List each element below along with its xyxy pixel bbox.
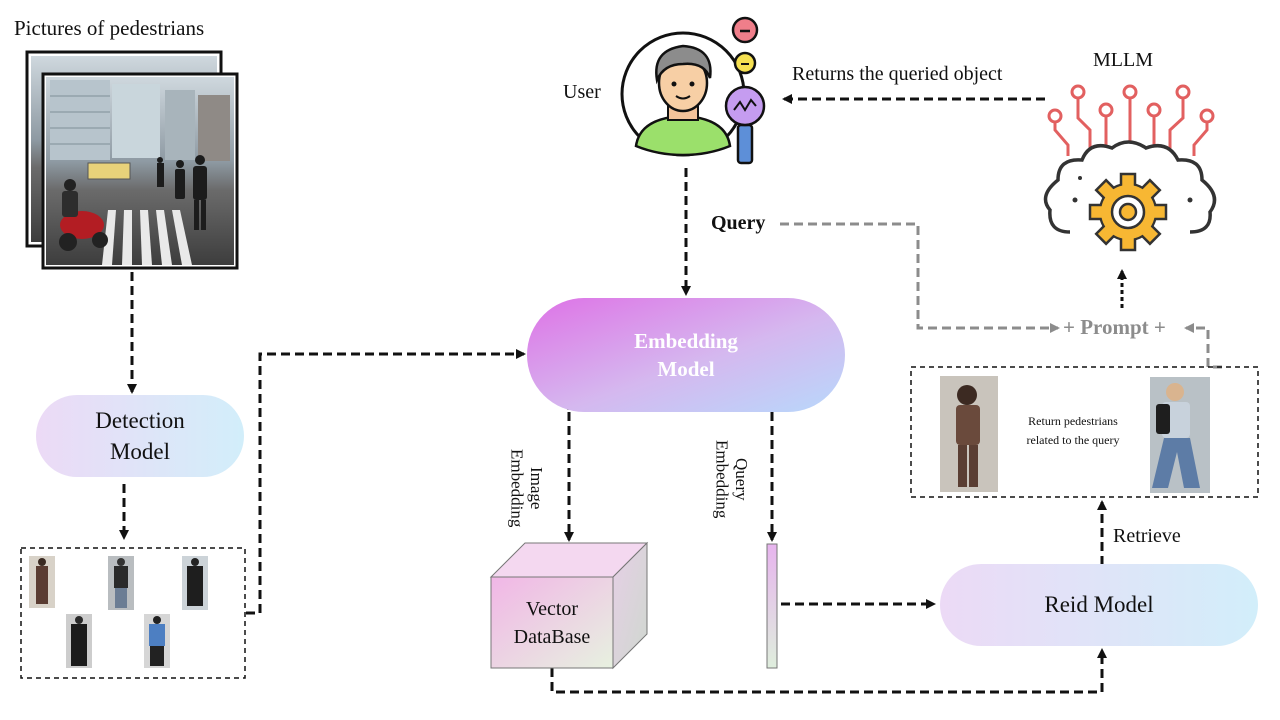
vector-line2: DataBase	[513, 626, 591, 648]
image-embedding-line1: Image	[527, 466, 547, 510]
prompt-label: + Prompt +	[1063, 315, 1166, 339]
user-label: User	[563, 81, 601, 103]
results-caption: Return pedestrians related to the query	[1003, 412, 1143, 450]
retrieve-label: Retrieve	[1113, 525, 1181, 547]
result-pedestrian-crops	[940, 376, 1210, 493]
detected-pedestrian-crops	[29, 556, 208, 668]
vector-line1: Vector	[525, 598, 579, 620]
detection-model-line2: Model	[109, 439, 171, 464]
embedding-model-line2: Model	[657, 357, 715, 381]
vector-database-cube	[489, 541, 649, 670]
returns-label: Returns the queried object	[792, 63, 1003, 85]
results-caption-line1: Return pedestrians	[1028, 414, 1118, 428]
query-embedding-vector	[766, 543, 778, 669]
pictures-title: Pictures of pedestrians	[14, 16, 205, 40]
mllm-brain-gear-icon	[1043, 84, 1217, 252]
prompt-path	[780, 222, 1222, 369]
embedding-model-line1: Embedding	[634, 328, 738, 353]
reid-model-label: Reid Model	[1044, 592, 1154, 618]
user-avatar-icon	[620, 16, 766, 165]
detection-model-shape	[36, 395, 244, 477]
query-label: Query	[711, 212, 766, 234]
results-caption-line2: related to the query	[1026, 433, 1120, 448]
results-box	[910, 366, 1259, 498]
pedestrian-photo-icon	[25, 50, 239, 270]
image-embedding-line2: Embedding	[507, 448, 527, 528]
reid-model-shape	[940, 564, 1258, 646]
query-embedding-line1: Query	[732, 457, 752, 501]
embedding-model-shape	[527, 298, 845, 412]
mllm-label: MLLM	[1093, 49, 1153, 71]
query-embedding-line2: Embedding	[712, 439, 732, 519]
flow-arrows	[119, 94, 1127, 694]
reid-model: Reid Model	[940, 564, 1258, 646]
detections-box	[20, 547, 246, 679]
detection-model-line1: Detection	[95, 407, 185, 433]
